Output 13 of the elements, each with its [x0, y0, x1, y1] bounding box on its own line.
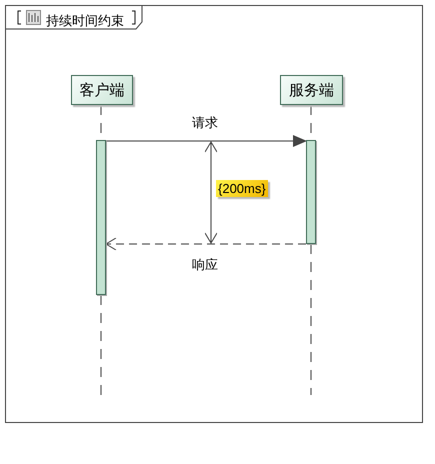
lifeline	[100, 294, 102, 396]
duration-label: {200ms}	[216, 180, 268, 197]
message-label: 请求	[192, 114, 218, 132]
frame-title: 持续时间约束	[46, 12, 124, 30]
lifeline-header: 客户端	[71, 75, 133, 105]
activation-bar	[306, 140, 316, 244]
lifeline	[310, 244, 312, 396]
frame-box	[5, 5, 423, 423]
activation-bar	[96, 140, 106, 295]
message-label: 响应	[192, 256, 218, 274]
lifeline-header: 服务端	[280, 75, 343, 105]
message-arrow	[106, 238, 306, 250]
message-arrow	[106, 135, 307, 147]
